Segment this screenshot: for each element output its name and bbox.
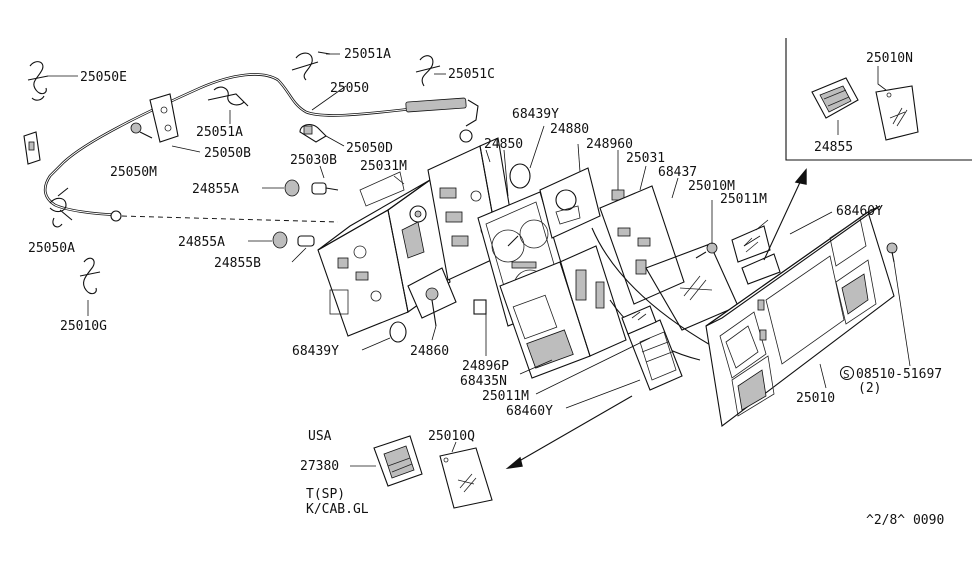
label-kcab: K/CAB.GL [306, 502, 369, 517]
label-25051A-mid: 25051A [196, 125, 243, 140]
label-68460Y-right: 68460Y [836, 204, 883, 219]
screw-symbol: S [843, 368, 850, 381]
clip-25050E [27, 61, 78, 101]
label-25010: 25010 [796, 391, 835, 406]
clip-25051A-top [291, 51, 340, 81]
label-27380: 27380 [300, 459, 339, 474]
bracket-25050B [149, 93, 201, 153]
label-68435N: 68435N [460, 374, 507, 389]
diagram-code: ^2/8^ 0090 [866, 513, 944, 528]
housing-68435N [499, 245, 627, 379]
label-248960: 248960 [586, 137, 633, 152]
screw-symbol-badge: S [839, 365, 855, 381]
label-25010G: 25010G [60, 319, 107, 334]
cable-sleeve [405, 97, 467, 113]
cable-grommet-25050A [52, 217, 63, 228]
socket-24855A-lower [248, 231, 315, 263]
label-25011M-top: 25011M [720, 192, 767, 207]
meter-27380 [350, 435, 423, 487]
bracket-left [23, 131, 41, 165]
label-68437: 68437 [658, 165, 697, 180]
label-25010Q: 25010Q [428, 429, 475, 444]
label-24860: 24860 [410, 344, 449, 359]
label-68460Y-lower: 68460Y [506, 404, 553, 419]
label-24880: 24880 [550, 122, 589, 137]
label-24855A-lower: 24855A [178, 235, 225, 250]
label-68439Y-top: 68439Y [512, 107, 559, 122]
screw-25050M [130, 122, 153, 139]
label-usa: USA [308, 429, 332, 444]
arrow-to-inset [763, 168, 807, 261]
bulb-68439Y-top [509, 125, 545, 189]
label-tsp: T(SP) [306, 487, 345, 502]
label-25011M-lower: 25011M [482, 389, 529, 404]
socket-30B [319, 165, 325, 179]
socket-24855A-upper [262, 179, 339, 197]
label-25050E: 25050E [80, 70, 127, 85]
clip-cluster [741, 253, 781, 285]
connector-248960 [611, 150, 625, 201]
label-25050M: 25050M [110, 165, 157, 180]
inset-meter-part-24855 [811, 77, 859, 119]
bezel-68460Y-lower [621, 305, 657, 335]
panel-25011M-top [731, 219, 771, 263]
label-24855A-upper: 24855A [192, 182, 239, 197]
label-08510-51697: 08510-51697 [856, 367, 942, 382]
clip-25051C [415, 55, 446, 87]
label-inset-25010N: 25010N [866, 51, 913, 66]
inset-cover-part-25010N [875, 85, 919, 141]
label-24850: 24850 [484, 137, 523, 152]
cable-end-fitting [459, 129, 473, 143]
clamp-25050D [299, 123, 345, 147]
screw-25010M [695, 200, 718, 259]
label-inset-24855: 24855 [814, 140, 853, 155]
label-25050B: 25050B [204, 146, 251, 161]
inset-box [785, 38, 972, 161]
cable-clip-left [49, 187, 73, 221]
screw-08510 [886, 242, 911, 367]
label-25030B: 25030B [290, 153, 337, 168]
arrow-to-usa [505, 395, 633, 470]
label-24896P [473, 299, 487, 356]
clip-25010G [79, 257, 101, 316]
label-68439Y-lower: 68439Y [292, 344, 339, 359]
label-25050D: 25050D [346, 141, 393, 156]
finisher-panel-25010 [705, 205, 895, 427]
clip-25051A-mid [207, 86, 249, 124]
label-25031M: 25031M [360, 159, 407, 174]
label-25050: 25050 [330, 81, 369, 96]
label-25051C: 25051C [448, 67, 495, 82]
bulb-68439Y-lower [361, 321, 407, 351]
frame-25031 [599, 165, 685, 305]
label-25031: 25031 [626, 151, 665, 166]
speedometer-cable [43, 73, 479, 228]
label-24855B: 24855B [214, 256, 261, 271]
cover-25010Q [439, 441, 493, 509]
label-25051A-top: 25051A [344, 47, 391, 62]
label-25010M: 25010M [688, 179, 735, 194]
label-25050A: 25050A [28, 241, 75, 256]
lamp-24860 [407, 267, 457, 341]
cluster-housing-25031M [317, 171, 451, 337]
label-08510-qty: (2) [858, 381, 881, 396]
label-24896P: 24896P [462, 359, 509, 374]
module-24880 [539, 143, 601, 239]
